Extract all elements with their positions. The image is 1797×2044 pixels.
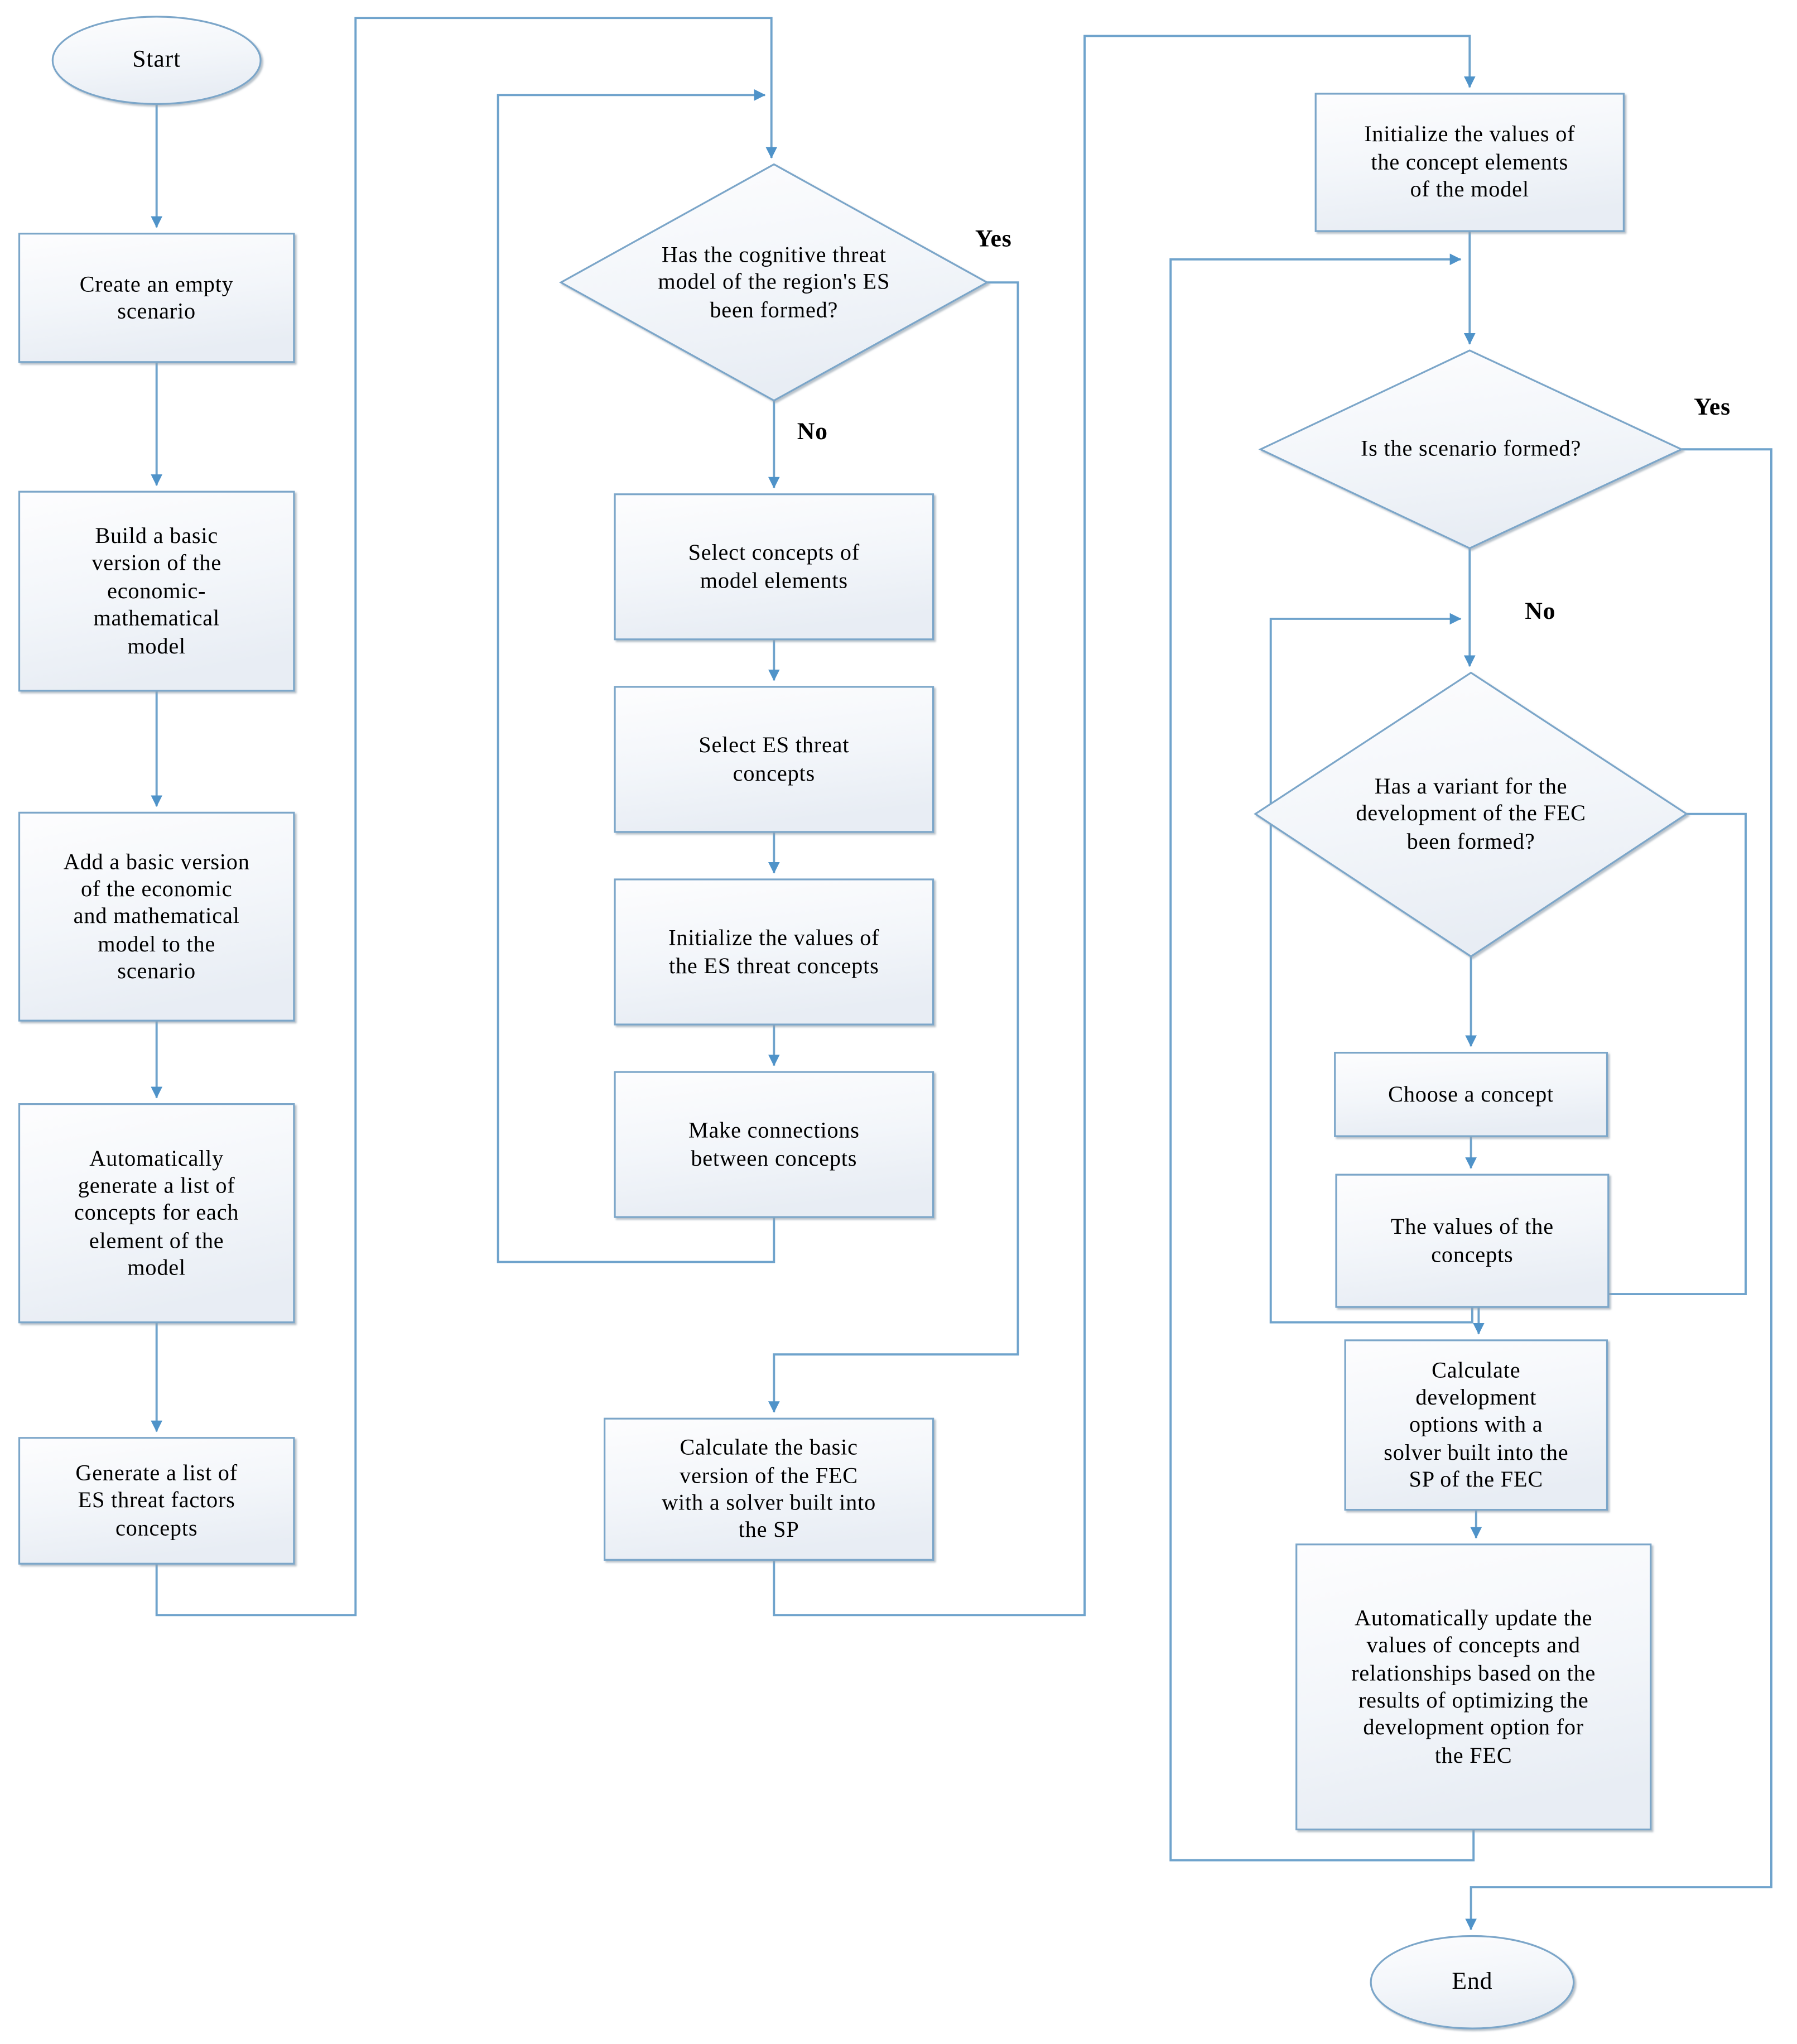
add-step-shape: [18, 811, 295, 1022]
end-terminator-shape: [1370, 1935, 1575, 2029]
edge-calcb-to-initc: [773, 35, 1476, 1617]
calc-basic-fec-step-shape: [604, 1417, 934, 1561]
edge-makec-loop-to-d1: [497, 89, 775, 1263]
edge-autou-loop-to-d2: [1169, 253, 1475, 1862]
concept-values-step-shape: [1335, 1174, 1610, 1308]
select-concepts-step-shape: [614, 493, 934, 641]
make-connections-step-shape: [614, 1071, 934, 1218]
start-terminator-shape: [51, 16, 262, 105]
variant-formed-decision-shape: [1254, 671, 1689, 958]
auto-update-step-shape: [1295, 1543, 1652, 1831]
init-concept-elements-step-shape: [1314, 93, 1625, 232]
choose-concept-step-shape: [1334, 1051, 1608, 1137]
edge-d1-yes-to-calcb: [768, 281, 1019, 1413]
build-step-shape: [18, 490, 295, 692]
scenario-formed-decision-shape: [1258, 349, 1684, 550]
calc-dev-options-step-shape: [1344, 1339, 1608, 1511]
cognitive-model-decision-shape: [559, 163, 989, 402]
init-es-threat-step-shape: [614, 878, 934, 1026]
edge-d2-yes-to-end: [1465, 448, 1772, 1931]
auto-generate-step-shape: [18, 1103, 295, 1324]
edge-values-loop-to-d3: [1269, 613, 1473, 1324]
select-es-threat-step-shape: [614, 686, 934, 833]
edge-esgen-feedback-to-d1: [155, 17, 778, 1617]
es-threat-list-step-shape: [18, 1437, 295, 1565]
create-step-shape: [18, 233, 295, 363]
